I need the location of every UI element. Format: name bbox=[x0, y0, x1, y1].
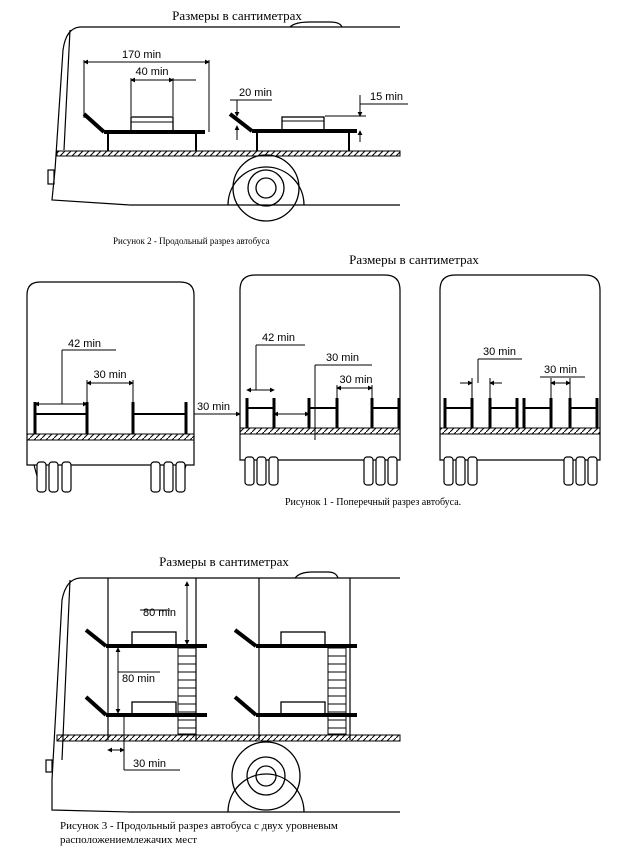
dimension-lines-fig3 bbox=[107, 581, 190, 771]
lower-berths-fig3 bbox=[84, 695, 357, 717]
figure-2-caption: Рисунок 2 - Продольный разрез автобуса bbox=[113, 236, 270, 246]
upper-berths-fig3 bbox=[84, 628, 357, 648]
figure-2-heading: Размеры в сантиметрах bbox=[172, 8, 302, 23]
dim-upper-clearance: 80 min bbox=[143, 607, 176, 619]
berth-right-fig2 bbox=[228, 112, 357, 151]
ladders-fig3 bbox=[177, 647, 347, 735]
dim-head-rise: 20 min bbox=[239, 87, 272, 99]
dim-c-left-gap: 30 min bbox=[483, 346, 516, 358]
floor-hatch-fig2 bbox=[56, 150, 401, 157]
figure-3-two-level-section: Размеры в сантиметрах bbox=[45, 554, 401, 846]
cross-section-b: 30 min 42 min 30 min 30 min bbox=[194, 274, 401, 486]
dim-c-right-gap: 30 min bbox=[544, 364, 577, 376]
dim-b-side-gap: 30 min bbox=[197, 401, 230, 413]
dim-berth-height: 15 min bbox=[370, 91, 403, 103]
figure-1-cross-section: Размеры в сантиметрах bbox=[26, 252, 601, 508]
dim-b-berth-gap: 30 min bbox=[339, 374, 372, 386]
dim-lower-clearance: 80 min bbox=[122, 673, 155, 685]
dim-side-gap: 30 min bbox=[133, 758, 166, 770]
dim-b-aisle-width: 30 min bbox=[326, 352, 359, 364]
dimension-lines-fig2 bbox=[83, 59, 408, 142]
figure-3-caption-line2: расположениемлежачих мест bbox=[60, 834, 197, 846]
dim-berth-length: 170 min bbox=[122, 49, 161, 61]
dim-b-berth-width: 42 min bbox=[262, 332, 295, 344]
wheel-fig2 bbox=[227, 154, 305, 222]
figure-2-longitudinal-section: Размеры в сантиметрах bbox=[47, 8, 408, 246]
figure-3-heading: Размеры в сантиметрах bbox=[159, 554, 289, 569]
bus-body-fig2 bbox=[47, 21, 400, 206]
figure-1-caption: Рисунок 1 - Поперечный разрез автобуса. bbox=[285, 497, 461, 508]
cross-section-c: 30 min 30 min bbox=[439, 274, 601, 486]
bus-body-fig3 bbox=[45, 571, 400, 813]
berth-left-fig2 bbox=[82, 112, 205, 151]
cross-section-a: 42 min 30 min bbox=[26, 281, 195, 493]
figure-3-caption-line1: Рисунок 3 - Продольный разрез автобуса с… bbox=[60, 820, 338, 832]
figure-1-heading: Размеры в сантиметрах bbox=[349, 252, 479, 267]
dim-a-aisle-width: 30 min bbox=[93, 369, 126, 381]
floor-hatch-fig3 bbox=[56, 734, 401, 742]
dim-pillow-length: 40 min bbox=[135, 66, 168, 78]
dim-a-berth-width: 42 min bbox=[68, 338, 101, 350]
wheel-fig3 bbox=[227, 741, 305, 813]
